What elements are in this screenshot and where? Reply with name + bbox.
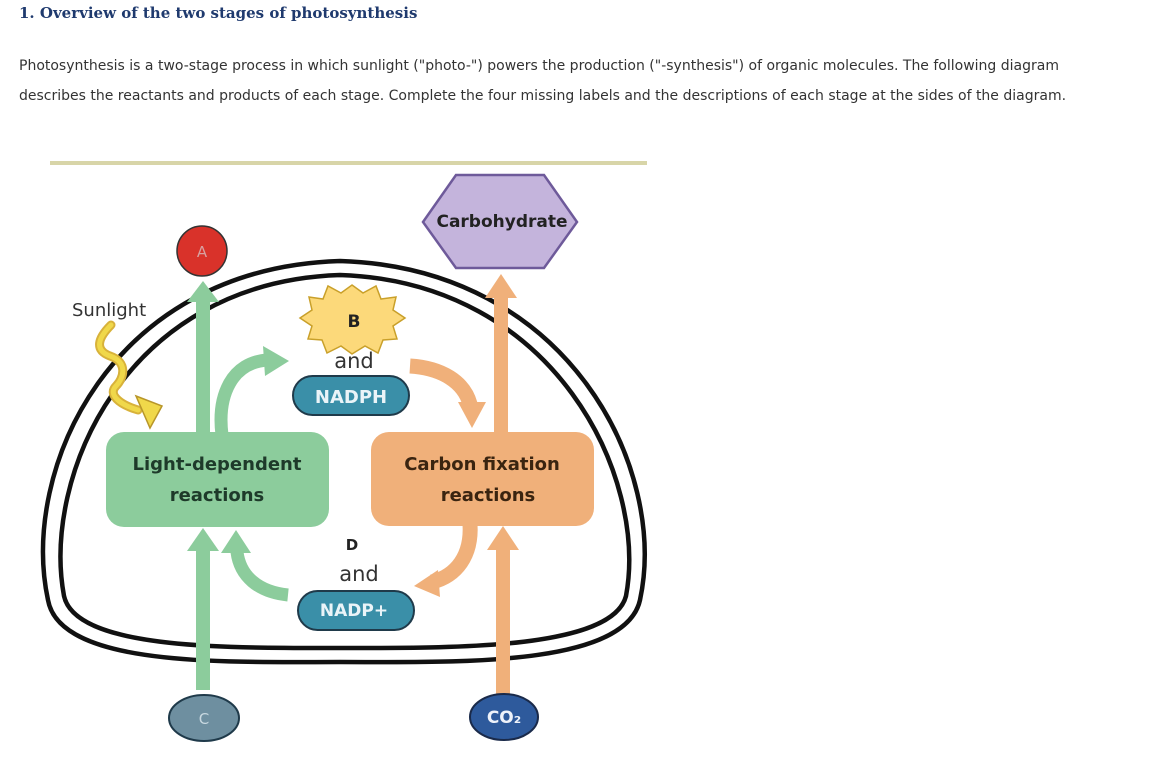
orange-arrow-shaft-to-carbohydrate [494,296,508,434]
intro-paragraph: Photosynthesis is a two-stage process in… [19,51,1154,111]
carbon-fixation-reactions-box [371,432,594,526]
co2-oval [469,693,539,741]
light-dependent-line1: Light-dependent [133,454,302,475]
carbohydrate-label: Carbohydrate [436,212,567,232]
and-top-label: and [334,349,374,373]
sunlight-label: Sunlight [72,300,146,321]
label-b-starburst-icon [298,284,407,355]
orange-arrow-head-to-carbohydrate [485,274,517,298]
label-c-oval [168,694,240,742]
nadp-label: NADP+ [320,601,388,621]
nadph-label: NADPH [315,387,387,408]
and-bottom-label: and [339,562,379,586]
co2-label: CO₂ [487,708,521,728]
orange-curved-arrow-to-nadp-head [414,570,440,597]
orange-arrow-shaft-from-co2 [496,548,510,696]
section-heading: 1. Overview of the two stages of photosy… [19,4,418,22]
label-c: C [199,710,209,728]
green-arrow-shaft-to-a [196,300,210,435]
light-dependent-line2: reactions [170,485,265,506]
green-arrow-shaft-from-c [196,548,210,690]
green-arrow-head-to-a [187,281,219,302]
orange-curved-arrow-to-nadp [429,523,478,590]
nadph-pill [292,375,410,416]
orange-curved-arrow-head [458,402,486,428]
sunlight-arrow-head-icon [134,394,164,430]
green-curved-arrow-to-nadph [214,353,269,436]
chloroplast-outer-membrane [40,258,647,665]
green-arrow-head-from-c [187,528,219,551]
nadp-pill [297,590,415,631]
green-curved-arrow-from-nadp-head [221,530,251,553]
label-d: D [346,536,358,554]
carbon-fixation-line1: Carbon fixation [404,454,560,475]
carbon-fixation-line2: reactions [441,485,536,506]
green-curved-arrow-from-nadp [230,550,289,602]
orange-arrow-head-from-co2 [487,526,519,550]
green-curved-arrow-head [263,346,289,376]
orange-curved-arrow-to-fixation [409,358,478,407]
carbohydrate-hexagon [421,173,579,270]
photosynthesis-diagram: Sunlight A Carbohydrate B and NADPH Ligh… [40,161,647,742]
sunlight-squiggle-inner [97,322,141,413]
label-a-circle [176,225,228,277]
intro-line-1: Photosynthesis is a two-stage process in… [19,58,1059,74]
light-dependent-reactions-box [106,432,329,527]
chloroplast-inner-membrane [58,272,632,651]
label-b: B [348,312,361,332]
intro-line-2: describes the reactants and products of … [19,88,1067,104]
label-a: A [197,243,208,261]
